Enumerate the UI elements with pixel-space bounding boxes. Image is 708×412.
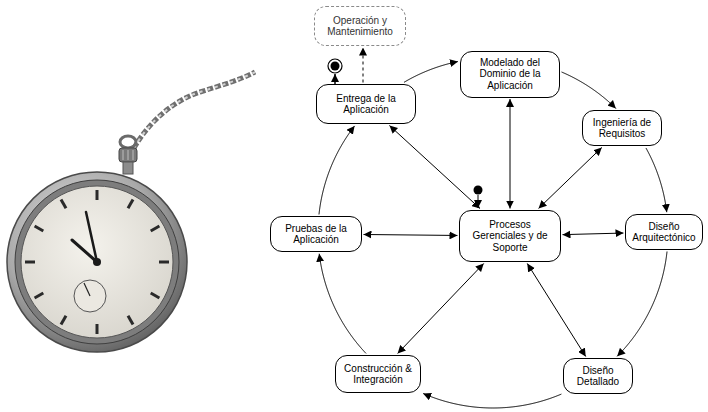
flow-arrow: [363, 48, 364, 83]
flow-arrow: [563, 233, 624, 235]
watch-chain-highlight: [134, 72, 255, 148]
box-label: Diseño Detallado: [570, 365, 626, 388]
flow-arrow: [364, 234, 458, 236]
flow-arrow: [404, 62, 458, 83]
flow-arrow: [617, 252, 667, 357]
box-label: Construcción & Integración: [342, 363, 414, 386]
process-box: Entrega de la Aplicación: [316, 84, 416, 124]
box-label: Operación y Mantenimiento: [321, 15, 399, 38]
flow-arrow: [562, 72, 616, 108]
final-state-dot: [331, 62, 340, 71]
process-box: Construcción & Integración: [335, 355, 421, 393]
process-box: Operación y Mantenimiento: [314, 6, 406, 46]
box-label: Ingeniería de Requisitos: [589, 117, 655, 140]
flow-arrow: [319, 254, 366, 354]
watch-stem: [123, 162, 133, 174]
hour-markers: [25, 190, 169, 334]
process-box: Modelado del Dominio de la Aplicación: [460, 51, 560, 98]
box-label: Modelado del Dominio de la Aplicación: [467, 57, 553, 92]
box-label: Procesos Gerenciales y de Soporte: [466, 219, 554, 254]
box-label: Pruebas de la Aplicación: [277, 223, 355, 246]
seconds-subdial: [74, 280, 106, 312]
process-box: Diseño Arquitectónico: [625, 214, 703, 250]
final-state-arrow: [334, 74, 336, 84]
process-box: Procesos Gerenciales y de Soporte: [459, 210, 561, 262]
crown-knurl: [128, 150, 129, 160]
box-label: Entrega de la Aplicación: [323, 93, 409, 116]
flow-arrow: [423, 393, 561, 408]
process-box: Diseño Detallado: [563, 358, 633, 394]
final-state-ring: [328, 59, 342, 73]
watch-case: [7, 172, 187, 352]
flow-arrow: [646, 148, 667, 212]
process-box: Ingeniería de Requisitos: [582, 110, 662, 146]
hand-pivot: [93, 258, 101, 266]
flow-arrow: [527, 264, 585, 357]
watch-chain: [134, 72, 255, 148]
watch-bezel: [15, 180, 179, 344]
flow-arrow: [510, 99, 511, 209]
watch-crown: [119, 148, 137, 162]
process-box: Pruebas de la Aplicación: [270, 216, 362, 252]
hour-hand: [72, 240, 97, 262]
crown-knurl: [133, 150, 134, 160]
flow-arrow: [539, 148, 602, 209]
watch-bow: [120, 136, 136, 148]
box-label: Diseño Arquitectónico: [632, 221, 696, 244]
crown-knurl: [123, 150, 124, 160]
watch-face: [21, 186, 173, 338]
initial-state-dot: [474, 186, 483, 195]
flow-arrow: [319, 126, 355, 214]
flow-arrow: [398, 264, 484, 354]
flow-arrow: [389, 126, 480, 209]
seconds-hand: [84, 283, 90, 296]
